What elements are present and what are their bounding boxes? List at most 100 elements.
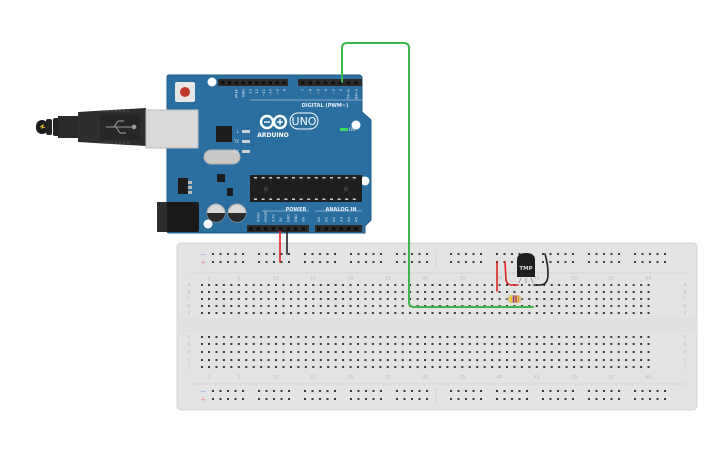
breadboard-hole[interactable] [334,359,337,361]
breadboard-hole[interactable] [237,359,240,361]
breadboard-hole[interactable] [364,359,367,361]
breadboard-hole[interactable] [431,351,434,353]
breadboard-hole[interactable] [446,298,449,300]
header-socket[interactable] [332,227,336,231]
breadboard-hole[interactable] [297,298,300,300]
breadboard-hole[interactable] [647,366,650,368]
rail-hole[interactable] [288,253,290,255]
breadboard-hole[interactable] [632,298,635,300]
rail-hole[interactable] [465,261,467,263]
breadboard-hole[interactable] [580,336,583,338]
header-socket[interactable] [354,227,359,231]
breadboard-hole[interactable] [267,359,270,361]
breadboard-hole[interactable] [289,343,292,345]
breadboard-hole[interactable] [468,343,471,345]
breadboard-hole[interactable] [245,366,248,368]
rail-hole[interactable] [212,398,214,400]
breadboard-hole[interactable] [520,343,523,345]
usb-cable[interactable] [36,108,146,146]
rail-hole[interactable] [450,253,452,255]
rail-hole[interactable] [656,398,659,400]
rail-hole[interactable] [372,390,375,392]
digital-header-low[interactable] [298,79,362,86]
breadboard-hole[interactable] [498,366,501,368]
breadboard-hole[interactable] [327,336,330,338]
breadboard-hole[interactable] [401,359,404,361]
rail-hole[interactable] [518,253,521,255]
breadboard-hole[interactable] [438,291,441,293]
rail-hole[interactable] [350,261,352,263]
breadboard-hole[interactable] [550,298,553,300]
breadboard-hole[interactable] [394,336,397,338]
rail-hole[interactable] [595,398,598,400]
header-socket[interactable] [249,227,253,231]
rail-hole[interactable] [465,398,467,400]
breadboard-hole[interactable] [334,284,337,286]
wires[interactable] [279,42,549,308]
rail-hole[interactable] [426,398,428,400]
breadboard-hole[interactable] [237,336,240,338]
breadboard-hole[interactable] [625,298,628,300]
breadboard-hole[interactable] [371,359,374,361]
breadboard-hole[interactable] [610,359,613,361]
breadboard-hole[interactable] [357,351,359,353]
breadboard-hole[interactable] [424,284,427,286]
breadboard-hole[interactable] [431,298,434,300]
breadboard-hole[interactable] [409,298,412,300]
breadboard-hole[interactable] [349,312,352,314]
header-socket[interactable] [331,81,335,85]
rail-hole[interactable] [496,253,498,255]
rail-hole[interactable] [610,253,613,255]
breadboard-hole[interactable] [409,336,412,338]
breadboard-hole[interactable] [312,284,315,286]
rail-hole[interactable] [457,261,460,263]
rail-hole[interactable] [472,398,475,400]
breadboard-hole[interactable] [401,343,404,345]
breadboard-hole[interactable] [595,359,598,361]
breadboard-hole[interactable] [446,284,449,286]
rail-hole[interactable] [357,398,360,400]
header-socket[interactable] [279,227,283,231]
breadboard-hole[interactable] [201,343,203,345]
breadboard-hole[interactable] [461,336,464,338]
rail-hole[interactable] [334,253,336,255]
breadboard-hole[interactable] [208,298,210,300]
rail-hole[interactable] [595,261,598,263]
rail-hole[interactable] [265,390,268,392]
breadboard-hole[interactable] [528,298,531,300]
breadboard-hole[interactable] [386,298,389,300]
breadboard-hole[interactable] [550,284,553,286]
rail-hole[interactable] [496,398,498,400]
breadboard-hole[interactable] [632,284,635,286]
breadboard-hole[interactable] [297,291,300,293]
rail-hole[interactable] [288,261,290,263]
breadboard-hole[interactable] [535,366,538,368]
breadboard-hole[interactable] [237,366,240,368]
breadboard-hole[interactable] [550,343,553,345]
breadboard-hole[interactable] [565,291,568,293]
breadboard-hole[interactable] [237,343,240,345]
breadboard-hole[interactable] [424,366,427,368]
breadboard-hole[interactable] [625,291,628,293]
breadboard-hole[interactable] [394,359,397,361]
breadboard-hole[interactable] [222,312,225,314]
breadboard-hole[interactable] [230,343,233,345]
rail-hole[interactable] [365,261,367,263]
breadboard-hole[interactable] [580,284,583,286]
rail-hole[interactable] [242,261,244,263]
breadboard-hole[interactable] [357,359,359,361]
breadboard-hole[interactable] [565,336,568,338]
breadboard-hole[interactable] [304,343,307,345]
breadboard-hole[interactable] [334,343,337,345]
breadboard-hole[interactable] [349,291,352,293]
breadboard-hole[interactable] [461,312,464,314]
breadboard-hole[interactable] [334,336,337,338]
rail-hole[interactable] [426,253,428,255]
header-socket[interactable] [324,227,329,231]
breadboard-hole[interactable] [483,336,486,338]
tmp-sensor[interactable]: TMP [517,253,535,284]
breadboard-hole[interactable] [558,336,561,338]
breadboard-hole[interactable] [208,284,210,286]
breadboard-hole[interactable] [595,343,598,345]
breadboard-hole[interactable] [327,312,330,314]
